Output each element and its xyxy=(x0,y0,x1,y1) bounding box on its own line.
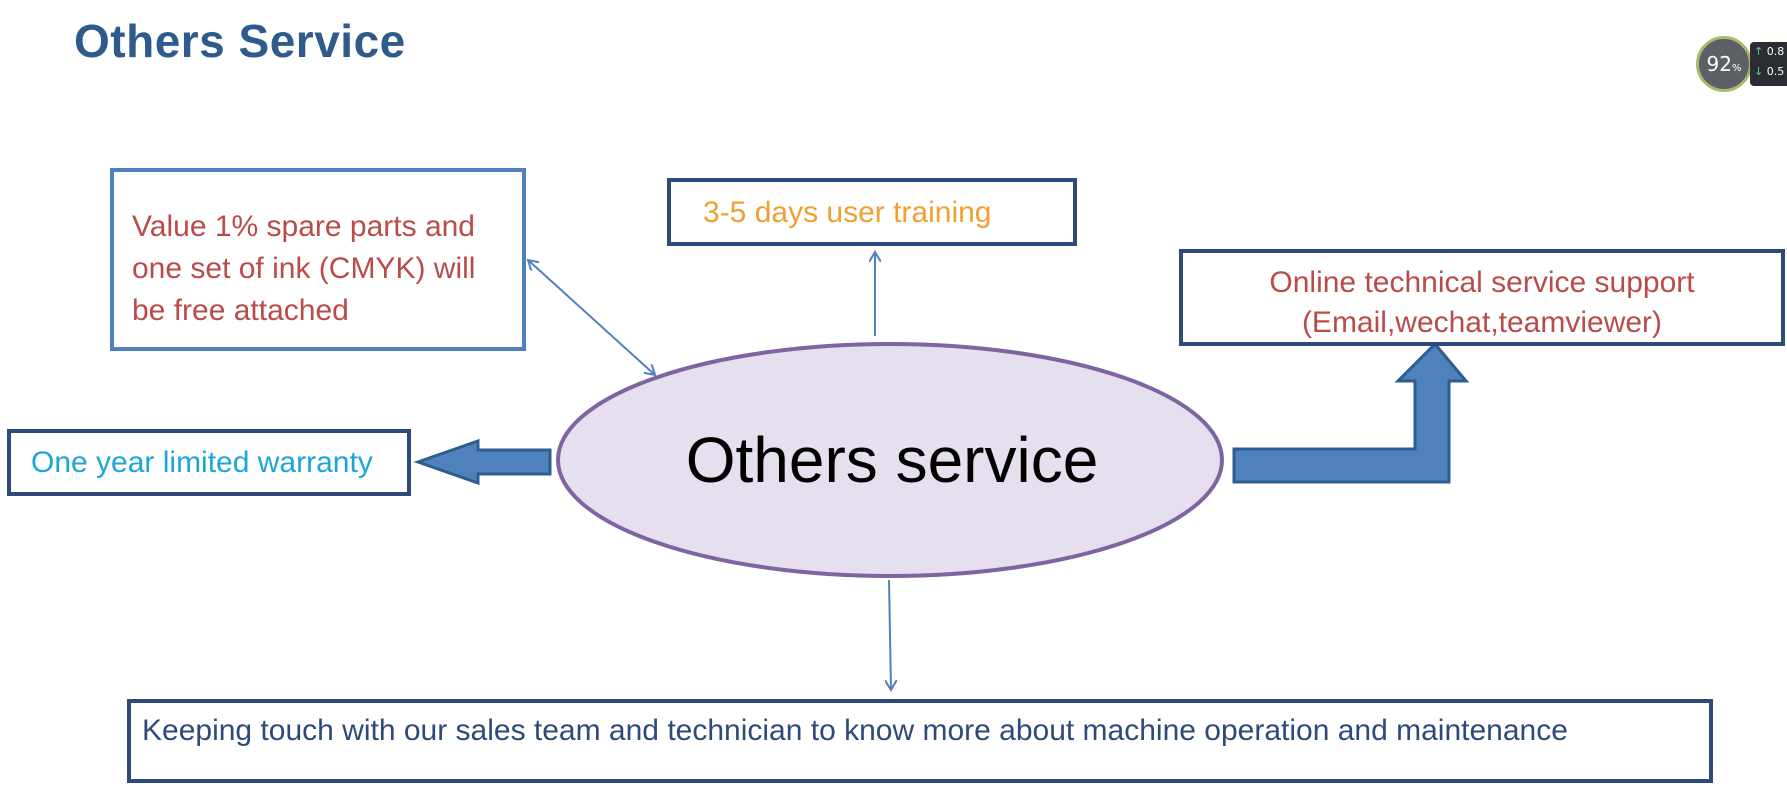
performance-percent: 92 xyxy=(1706,52,1732,76)
slide-title: Others Service xyxy=(74,15,406,67)
online-support-box: Online technical service support (Email,… xyxy=(1179,249,1785,346)
download-value: 0.5 xyxy=(1766,65,1785,78)
center-ellipse xyxy=(556,342,1224,578)
upload-arrow-icon: ↑ xyxy=(1754,45,1764,58)
performance-badge[interactable]: 92% xyxy=(1696,36,1752,92)
connector-keeping-touch xyxy=(889,579,891,690)
warranty-text: One year limited warranty xyxy=(31,446,373,479)
training-text: 3-5 days user training xyxy=(703,196,992,229)
training-box: 3-5 days user training xyxy=(667,178,1077,246)
warranty-box: One year limited warranty xyxy=(7,429,411,496)
block-arrow-warranty xyxy=(413,438,552,486)
download-arrow-icon: ↓ xyxy=(1754,65,1764,78)
keeping-touch-text: Keeping touch with our sales team and te… xyxy=(142,714,1568,747)
online-support-line1: Online technical service support xyxy=(1269,266,1695,299)
connector-spare-parts xyxy=(528,260,655,375)
block-arrow-online-support xyxy=(1232,341,1470,484)
center-label: Others service xyxy=(685,424,1099,496)
network-speed-panel: ↑ 0.8 ↓ 0.5 xyxy=(1750,42,1787,86)
online-support-line2: (Email,wechat,teamviewer) xyxy=(1301,306,1663,339)
performance-percent-unit: % xyxy=(1731,63,1742,74)
keeping-touch-box: Keeping touch with our sales team and te… xyxy=(127,699,1713,783)
spare-parts-text: Value 1% spare parts and one set of ink … xyxy=(132,210,476,327)
spare-parts-box: Value 1% spare parts and one set of ink … xyxy=(110,168,526,351)
upload-value: 0.8 xyxy=(1766,45,1785,58)
